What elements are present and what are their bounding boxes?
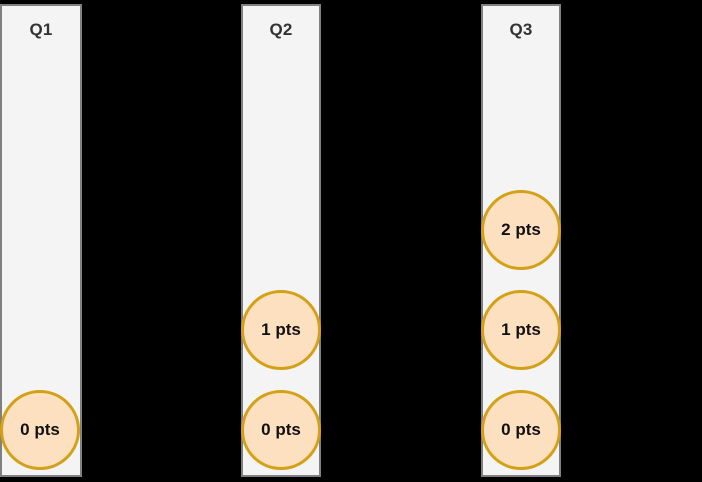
badge-q3-1[interactable]: 1 pts [481, 290, 561, 370]
badge-q2-1[interactable]: 1 pts [241, 290, 321, 370]
badge-q3-2[interactable]: 2 pts [481, 190, 561, 270]
badge-label: 0 pts [261, 420, 301, 439]
lane-q2-header: Q2 [269, 20, 293, 39]
badge-label: 0 pts [20, 420, 60, 439]
lane-q1-header: Q1 [29, 20, 53, 39]
badge-q3-0[interactable]: 0 pts [481, 390, 561, 470]
badge-label: 1 pts [501, 320, 541, 339]
lane-q3-header: Q3 [509, 20, 533, 39]
badge-label: 0 pts [501, 420, 541, 439]
badge-q1-0[interactable]: 0 pts [0, 390, 80, 470]
badge-q2-0[interactable]: 0 pts [241, 390, 321, 470]
badge-label: 1 pts [261, 320, 301, 339]
badge-label: 2 pts [501, 220, 541, 239]
